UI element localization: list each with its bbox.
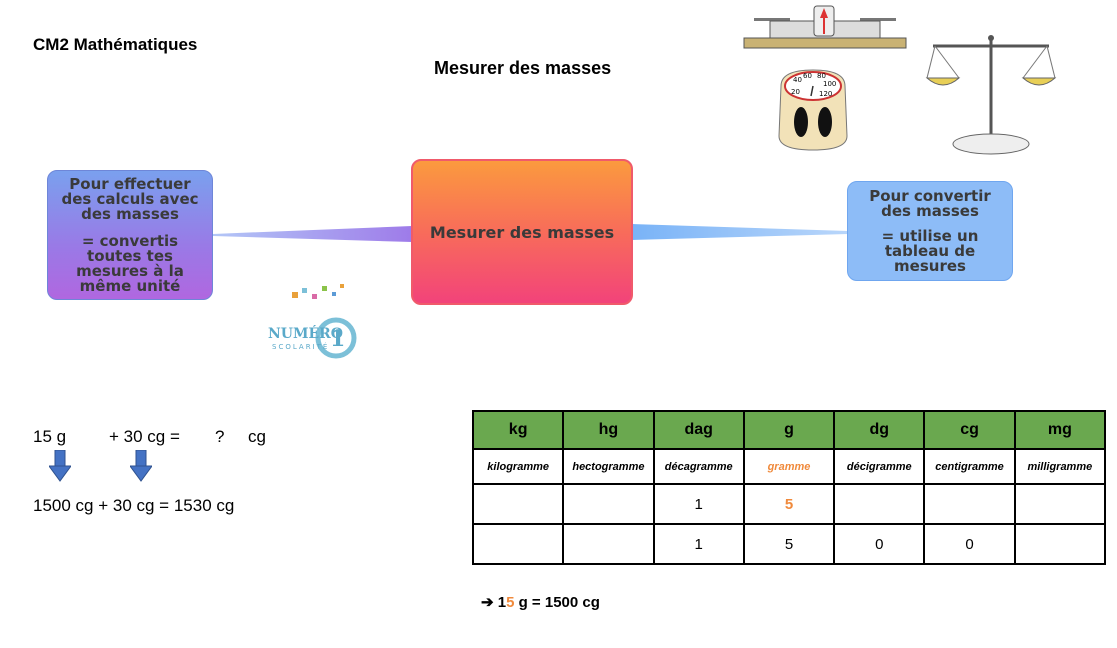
equation-unit: cg <box>248 427 266 446</box>
table-row: 1 5 0 0 <box>471 523 1107 565</box>
mindmap-right-node: Pour convertir des masses = utilise un t… <box>847 181 1013 281</box>
equation-plus-term: + 30 cg = <box>109 427 180 446</box>
table-header-cell: kg <box>471 410 565 450</box>
table-cell <box>471 483 565 525</box>
table-cell <box>833 483 926 525</box>
conclusion-rest: g = 1500 cg <box>514 594 600 611</box>
conclusion-line: ➔ 15 g = 1500 cg <box>481 593 600 611</box>
scale-tick: 120 <box>819 90 832 98</box>
balance-scale-icon <box>925 35 1057 155</box>
table-unit-name: décigramme <box>833 448 926 485</box>
table-cell <box>562 483 655 525</box>
bathroom-scale-icon: 40 60 80 100 20 120 <box>778 69 848 151</box>
left-connector <box>213 226 412 242</box>
table-header-cell: mg <box>1013 410 1107 450</box>
table-cell: 0 <box>833 523 926 565</box>
table-cell <box>1013 483 1107 525</box>
equation-first-term: 15 g <box>33 427 67 446</box>
scale-tick: 60 <box>803 72 812 80</box>
right-connector <box>632 224 848 240</box>
table-cell: 1 <box>652 483 745 525</box>
table-unit-name: centigramme <box>923 448 1016 485</box>
table-unit-name: milligramme <box>1013 448 1107 485</box>
table-header-cell: hg <box>562 410 655 450</box>
table-row: 1 5 <box>471 483 1107 525</box>
table-unit-name: hectogramme <box>562 448 655 485</box>
mindmap-center-node: Mesurer des masses <box>411 159 633 305</box>
conversion-table: kg hg dag g dg cg mg kilogramme hectogra… <box>471 410 1107 565</box>
table-header-row: kg hg dag g dg cg mg <box>471 410 1107 450</box>
right-node-line1: Pour convertir des masses <box>869 186 991 220</box>
table-unit-name: décagramme <box>652 448 745 485</box>
table-unit-name: kilogramme <box>471 448 565 485</box>
left-node-line2: = convertis toutes tes mesures à la même… <box>76 231 184 295</box>
arrow-down-icon <box>130 450 152 482</box>
table-header-cell: g <box>742 410 836 450</box>
scale-tick: 100 <box>823 80 836 88</box>
table-names-row: kilogramme hectogramme décagramme gramme… <box>471 448 1107 485</box>
page-header-title: CM2 Mathématiques <box>33 35 198 54</box>
table-cell <box>471 523 565 565</box>
table-unit-name: gramme <box>742 448 836 485</box>
table-header-cell: dg <box>833 410 926 450</box>
table-cell <box>562 523 655 565</box>
logo-subtext: SCOLARITÉ <box>272 342 329 351</box>
mindmap-left-node: Pour effectuer des calculs avec des mass… <box>47 170 213 300</box>
table-cell: 1 <box>652 523 745 565</box>
logo-number: 1 <box>330 326 345 352</box>
main-title: Mesurer des masses <box>434 58 612 78</box>
conclusion-digit2: 5 <box>506 594 515 611</box>
conclusion-digit1: 1 <box>497 594 507 611</box>
table-cell: 5 <box>742 483 836 525</box>
scale-tick: 40 <box>793 76 802 84</box>
kitchen-scale-icon <box>743 5 907 49</box>
center-node-label: Mesurer des masses <box>429 222 615 242</box>
arrow-down-icon <box>49 450 71 482</box>
numero1-logo: NUMÉRO 1 SCOLARITÉ <box>268 284 357 359</box>
table-cell: 5 <box>742 523 836 565</box>
scale-tick: 80 <box>817 72 826 80</box>
table-cell <box>923 483 1016 525</box>
left-node-line1: Pour effectuer des calculs avec des mass… <box>61 174 199 223</box>
table-cell: 0 <box>923 523 1016 565</box>
logo-text: NUMÉRO <box>268 324 343 342</box>
equation-question: ? <box>215 427 225 446</box>
table-header-cell: dag <box>652 410 745 450</box>
scale-tick: 20 <box>791 88 800 96</box>
right-node-line2: = utilise un tableau de mesures <box>881 226 979 275</box>
equation-result: 1500 cg + 30 cg = 1530 cg <box>33 496 235 515</box>
arrow-right-icon: ➔ <box>481 594 494 611</box>
table-cell <box>1013 523 1107 565</box>
table-header-cell: cg <box>923 410 1016 450</box>
